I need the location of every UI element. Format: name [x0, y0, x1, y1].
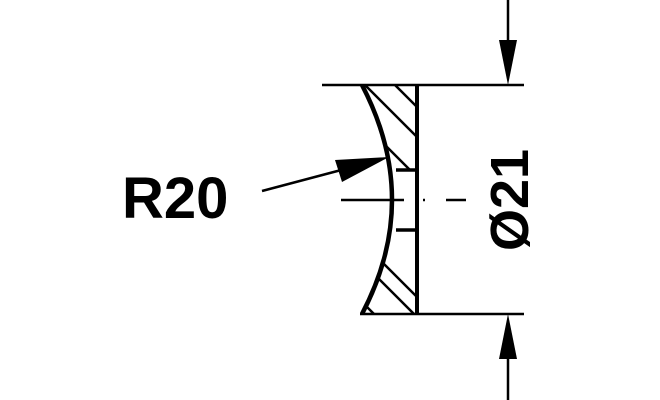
radius-leader: [261, 157, 389, 193]
arrow-down-icon: [499, 40, 517, 85]
diameter-label: Ø21: [480, 149, 540, 251]
section-hatching: [362, 85, 417, 314]
radius-label: R20: [122, 166, 228, 231]
arrow-up-icon: [499, 314, 517, 359]
diameter-dimension: [499, 0, 517, 400]
arrow-icon: [335, 157, 389, 182]
extension-lines: [322, 83, 524, 316]
